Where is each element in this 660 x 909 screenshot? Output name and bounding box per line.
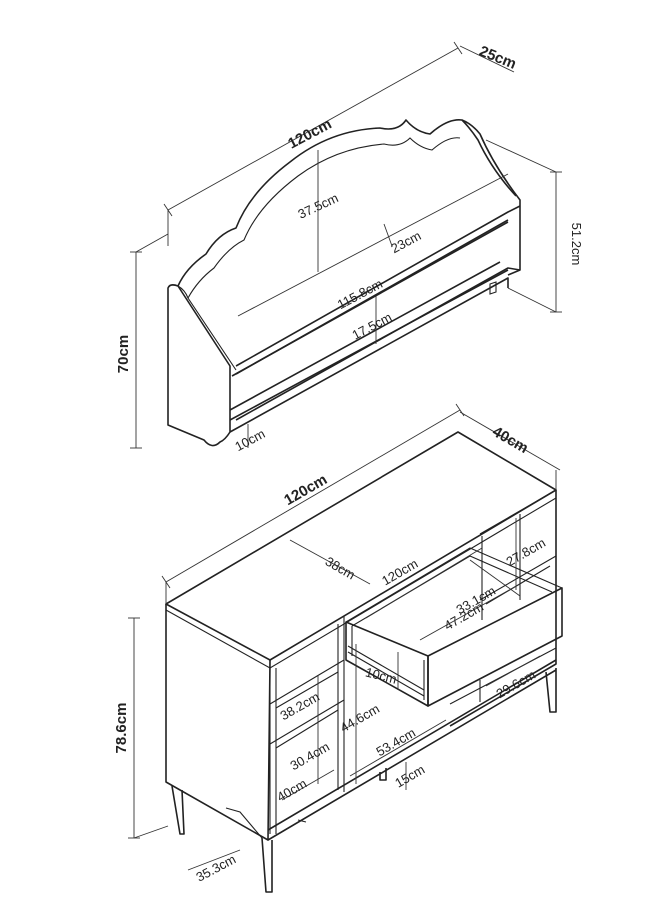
shelf-unit-drawing [167, 118, 521, 447]
cabinet-top-surface [165, 431, 557, 661]
cabinet-drawing [165, 431, 563, 893]
cabinet-drawer-width-arrow [419, 583, 521, 641]
cabinet-leg-front-left [171, 785, 185, 835]
cabinet-left-width-arrow [281, 769, 335, 801]
shelf-base-label: 10cm [232, 426, 267, 454]
cabinet-depth-label: 40cm [489, 423, 531, 457]
shelf-width-tick-right [453, 41, 463, 55]
cabinet-leg-back-right [545, 668, 557, 713]
shelf-front-lower-edge [229, 277, 509, 433]
shelf-height-label: 70cm [115, 335, 132, 373]
cabinet-drawer-side [345, 621, 429, 707]
shelf-right-side-panel [461, 119, 521, 276]
cabinet-depth-dimension-line [459, 411, 561, 471]
cabinet-drawer-box [345, 547, 563, 700]
shelf-unit-dimensions [130, 41, 562, 449]
cabinet-right-side [449, 490, 557, 727]
cabinet-leg-label: 15cm [392, 762, 427, 791]
cabinet-inner-back-lines [275, 514, 521, 834]
cabinet-lower-shelf-label: 30.4cm [288, 739, 332, 773]
cabinet-width-tick-right [455, 403, 465, 417]
cabinet-bottom-board [267, 659, 557, 841]
shelf-depth-dimension-line [459, 45, 515, 73]
shelf-foot [489, 281, 497, 295]
shelf-left-side-panel [167, 284, 231, 447]
cabinet-side-depth-label: 35.3cm [194, 851, 239, 884]
cabinet-left-compartment [269, 616, 345, 834]
shelf-height-extension [135, 233, 169, 253]
cabinet-inner-depth-arrow [289, 539, 371, 585]
cabinet-leg-front-right [261, 837, 273, 893]
shelf-side-height-extension-bottom [507, 287, 557, 313]
shelf-side-height-extension-top [485, 139, 557, 173]
shelf-back-panel-inner [187, 137, 461, 299]
cabinet-right-lower-arrow [485, 655, 541, 687]
cabinet-middle-width-arrow [349, 719, 447, 777]
cabinet-leg-bracket [225, 807, 307, 839]
cabinet-side-depth-dimension-line [187, 849, 241, 871]
cabinet-drawer-depth-arrow [469, 559, 521, 597]
shelf-middle-board [231, 221, 521, 421]
cabinet-inner-depth-label: 38cm [323, 554, 358, 583]
shelf-shelf-depth-label: 23cm [388, 228, 423, 256]
cabinet-inner-width-arrow [365, 547, 483, 619]
shelf-back-panel-top [177, 118, 517, 287]
shelf-side-height-label: 51.2cm [569, 223, 584, 266]
cabinet-width-dimension-line [165, 409, 461, 583]
shelf-depth-arrow [383, 223, 393, 247]
cabinet-leg-back-left [379, 768, 387, 781]
cabinet-height-label: 78.6cm [113, 703, 130, 754]
cabinet-left-width-label: 40cm [274, 776, 309, 805]
cabinet-left-side [165, 604, 271, 841]
shelf-gap-label: 17.5cm [350, 309, 395, 342]
shelf-width-dimension-line [167, 47, 459, 211]
cabinet-drawer-rail [347, 645, 425, 697]
cabinet-drawer-height-label: 10cm [364, 665, 398, 687]
cabinet-height-extension [133, 825, 169, 839]
cabinet-dimensions [128, 403, 561, 871]
shelf-bottom-board [229, 261, 509, 421]
shelf-width-label: 120cm [285, 116, 334, 153]
shelf-depth-label: 25cm [477, 43, 519, 73]
shelf-inner-width-arrow [237, 173, 509, 317]
